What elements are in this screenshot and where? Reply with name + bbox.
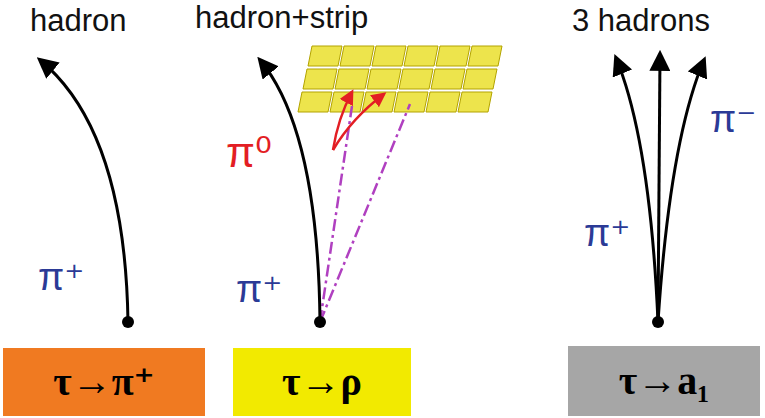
strip-cell: [298, 92, 332, 112]
particle-label: π⁻: [710, 100, 756, 138]
strip-cell: [436, 46, 470, 66]
mode-heading: hadron+strip: [195, 2, 368, 33]
decay-mode-label: τ→ρ: [282, 362, 362, 402]
strip-cell: [367, 69, 401, 89]
decay-mode-label: τ→π⁺: [53, 362, 154, 402]
strip-cell: [404, 46, 438, 66]
decay-mode-box: τ→π⁺: [3, 348, 205, 416]
strip-cell: [372, 46, 406, 66]
decay-mode-box: τ→ρ: [233, 348, 411, 416]
strip-cell: [308, 46, 342, 66]
strip-cell: [399, 69, 433, 89]
particle-label: π⁺: [236, 270, 282, 308]
strip-cell: [458, 92, 492, 112]
strip-cell: [431, 69, 465, 89]
strip-cell: [394, 92, 428, 112]
strip-cell: [426, 92, 460, 112]
charged-track: [616, 58, 658, 322]
charged-track: [658, 60, 704, 322]
strip-cell: [463, 69, 497, 89]
decay-vertex: [652, 316, 664, 328]
calorimeter-strip: [298, 46, 502, 112]
mode-heading: 3 hadrons: [572, 5, 710, 36]
pion-zero-photon: [333, 94, 384, 150]
photon-line: [320, 104, 410, 322]
mode-heading: hadron: [30, 5, 127, 36]
particle-label: π⁺: [38, 258, 84, 296]
decay-vertex: [122, 316, 134, 328]
pion-zero-photon: [333, 92, 352, 150]
decay-vertex: [314, 316, 326, 328]
particle-label: π⁰: [226, 132, 272, 174]
strip-cell: [468, 46, 502, 66]
strip-cell: [335, 69, 369, 89]
strip-cell: [303, 69, 337, 89]
decay-mode-label: τ→a₁: [619, 361, 709, 401]
strip-cell: [340, 46, 374, 66]
particle-label: π⁺: [584, 214, 630, 252]
decay-mode-box: τ→a₁: [568, 346, 760, 416]
